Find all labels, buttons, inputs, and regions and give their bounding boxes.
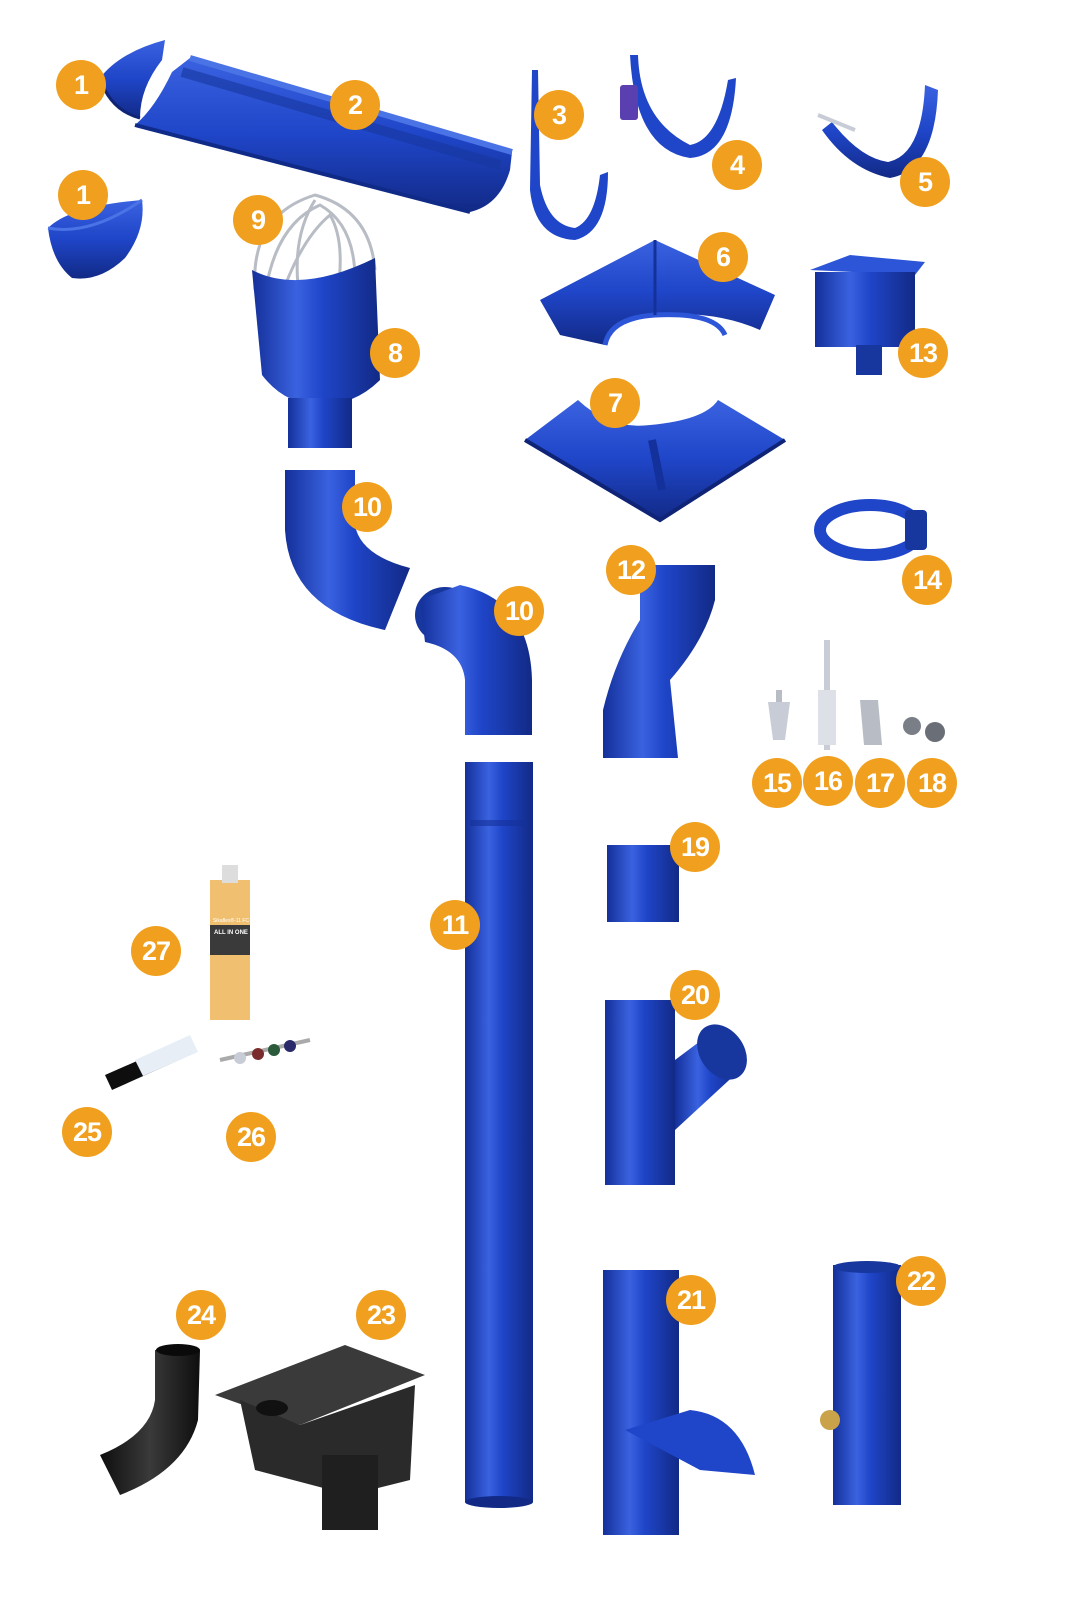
washer-icon	[903, 717, 945, 742]
pipe-elbow-icon	[285, 470, 410, 630]
hopper-box-icon	[810, 255, 925, 375]
part-label-5: 5	[900, 157, 950, 207]
part-label-17: 17	[855, 758, 905, 808]
branch-tee-icon	[605, 1000, 747, 1185]
part-label-7: 7	[590, 378, 640, 428]
bracket-plate-icon	[860, 700, 882, 745]
part-label-24: 24	[176, 1290, 226, 1340]
short-gutter-bracket-icon	[620, 55, 736, 158]
part-label-19: 19	[670, 822, 720, 872]
downpipe-icon	[465, 762, 533, 1508]
sealant-brand-label: Sikaflex®-11 FC	[212, 918, 250, 924]
water-collector-tap-icon	[820, 1261, 901, 1505]
part-label-20: 20	[670, 970, 720, 1020]
internal-corner-icon	[523, 400, 787, 523]
part-label-18: 18	[907, 758, 957, 808]
gutter-outlet-icon	[252, 258, 380, 448]
part-label-25: 25	[62, 1107, 112, 1157]
sealant-line-label: ALL IN ONE	[214, 930, 248, 936]
part-label-14: 14	[902, 555, 952, 605]
part-label-11: 11	[430, 900, 480, 950]
flexible-drain-hose-icon	[100, 1344, 200, 1495]
pipe-clamp-icon	[814, 499, 927, 561]
part-label-10-right: 10	[494, 586, 544, 636]
external-corner-icon	[540, 240, 775, 346]
gutter-end-cap-icon	[47, 198, 143, 279]
part-label-22: 22	[896, 1256, 946, 1306]
part-label-21: 21	[666, 1275, 716, 1325]
rain-diverter-icon	[603, 1270, 755, 1535]
wood-screw-icon	[768, 690, 790, 740]
part-label-8: 8	[370, 328, 420, 378]
part-label-12: 12	[606, 545, 656, 595]
part-label-10-left: 10	[342, 482, 392, 532]
rivet-set-icon	[219, 1038, 311, 1064]
sealant-tube-icon	[210, 865, 250, 1020]
half-round-gutter-icon	[134, 55, 513, 214]
part-label-27: 27	[131, 926, 181, 976]
part-label-13: 13	[898, 328, 948, 378]
gutter-bracket-clip-icon	[817, 85, 938, 178]
part-label-4: 4	[712, 140, 762, 190]
long-gutter-hook-icon	[530, 70, 608, 240]
part-label-9: 9	[233, 195, 283, 245]
pipe-coupler-icon	[607, 845, 679, 922]
part-label-26: 26	[226, 1112, 276, 1162]
part-label-1-bottom: 1	[58, 170, 108, 220]
part-label-16: 16	[803, 756, 853, 806]
part-label-15: 15	[752, 758, 802, 808]
part-label-2: 2	[330, 80, 380, 130]
part-label-1-top: 1	[56, 60, 106, 110]
offset-bend-icon	[603, 565, 715, 758]
part-label-3: 3	[534, 90, 584, 140]
ground-drain-box-icon	[215, 1345, 425, 1530]
anchor-bolt-icon	[818, 640, 836, 750]
touch-up-paint-marker-icon	[105, 1035, 198, 1090]
part-label-23: 23	[356, 1290, 406, 1340]
part-label-6: 6	[698, 232, 748, 282]
